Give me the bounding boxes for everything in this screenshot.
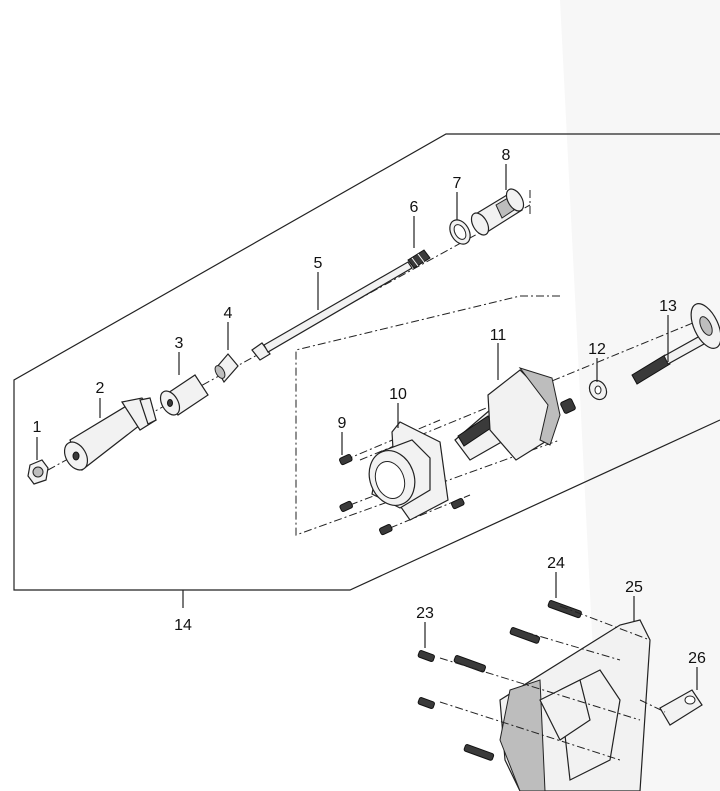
callout-26: 26 bbox=[688, 650, 706, 667]
callout-7: 7 bbox=[453, 175, 462, 192]
callout-8: 8 bbox=[502, 147, 511, 164]
callout-1: 1 bbox=[33, 419, 42, 436]
callout-14: 14 bbox=[174, 617, 192, 634]
callout-4: 4 bbox=[224, 305, 233, 322]
part-2-sleeve bbox=[63, 397, 157, 471]
subassembly-outline bbox=[295, 295, 561, 536]
callout-24: 24 bbox=[547, 555, 565, 572]
leader-lines bbox=[36, 164, 698, 690]
part-1-nut bbox=[27, 459, 49, 485]
part-6-spring bbox=[407, 249, 431, 269]
callout-12: 12 bbox=[588, 341, 606, 358]
part-5-rod bbox=[251, 261, 413, 361]
assembly-14-outline bbox=[13, 133, 720, 608]
part-4-tip bbox=[214, 353, 239, 384]
part-26-bracket bbox=[659, 689, 703, 726]
part-12-washer bbox=[588, 379, 608, 401]
part-8-fitting bbox=[470, 188, 525, 236]
callout-10: 10 bbox=[389, 386, 407, 403]
callout-25: 25 bbox=[625, 579, 643, 596]
part-10-flange bbox=[368, 421, 449, 521]
lower-housing bbox=[499, 619, 651, 791]
callout-labels: 1 2 3 4 5 6 7 8 9 10 11 12 13 14 23 24 2… bbox=[33, 147, 706, 667]
part-7-ring bbox=[449, 219, 471, 245]
part-3-collar bbox=[159, 374, 209, 416]
part-11-gear-assembly bbox=[454, 367, 576, 461]
housing-axis-lines bbox=[439, 605, 666, 761]
callout-2: 2 bbox=[96, 380, 105, 397]
callout-6: 6 bbox=[410, 199, 419, 216]
callout-13: 13 bbox=[659, 298, 677, 315]
callout-11: 11 bbox=[490, 327, 507, 344]
background-shade bbox=[560, 0, 720, 791]
callout-5: 5 bbox=[314, 255, 323, 272]
housing-screws bbox=[417, 600, 582, 761]
callout-9: 9 bbox=[338, 415, 347, 432]
callout-23: 23 bbox=[416, 605, 434, 622]
part-13-shaft bbox=[631, 303, 720, 385]
callout-3: 3 bbox=[175, 335, 184, 352]
part-9-screws bbox=[339, 453, 465, 536]
